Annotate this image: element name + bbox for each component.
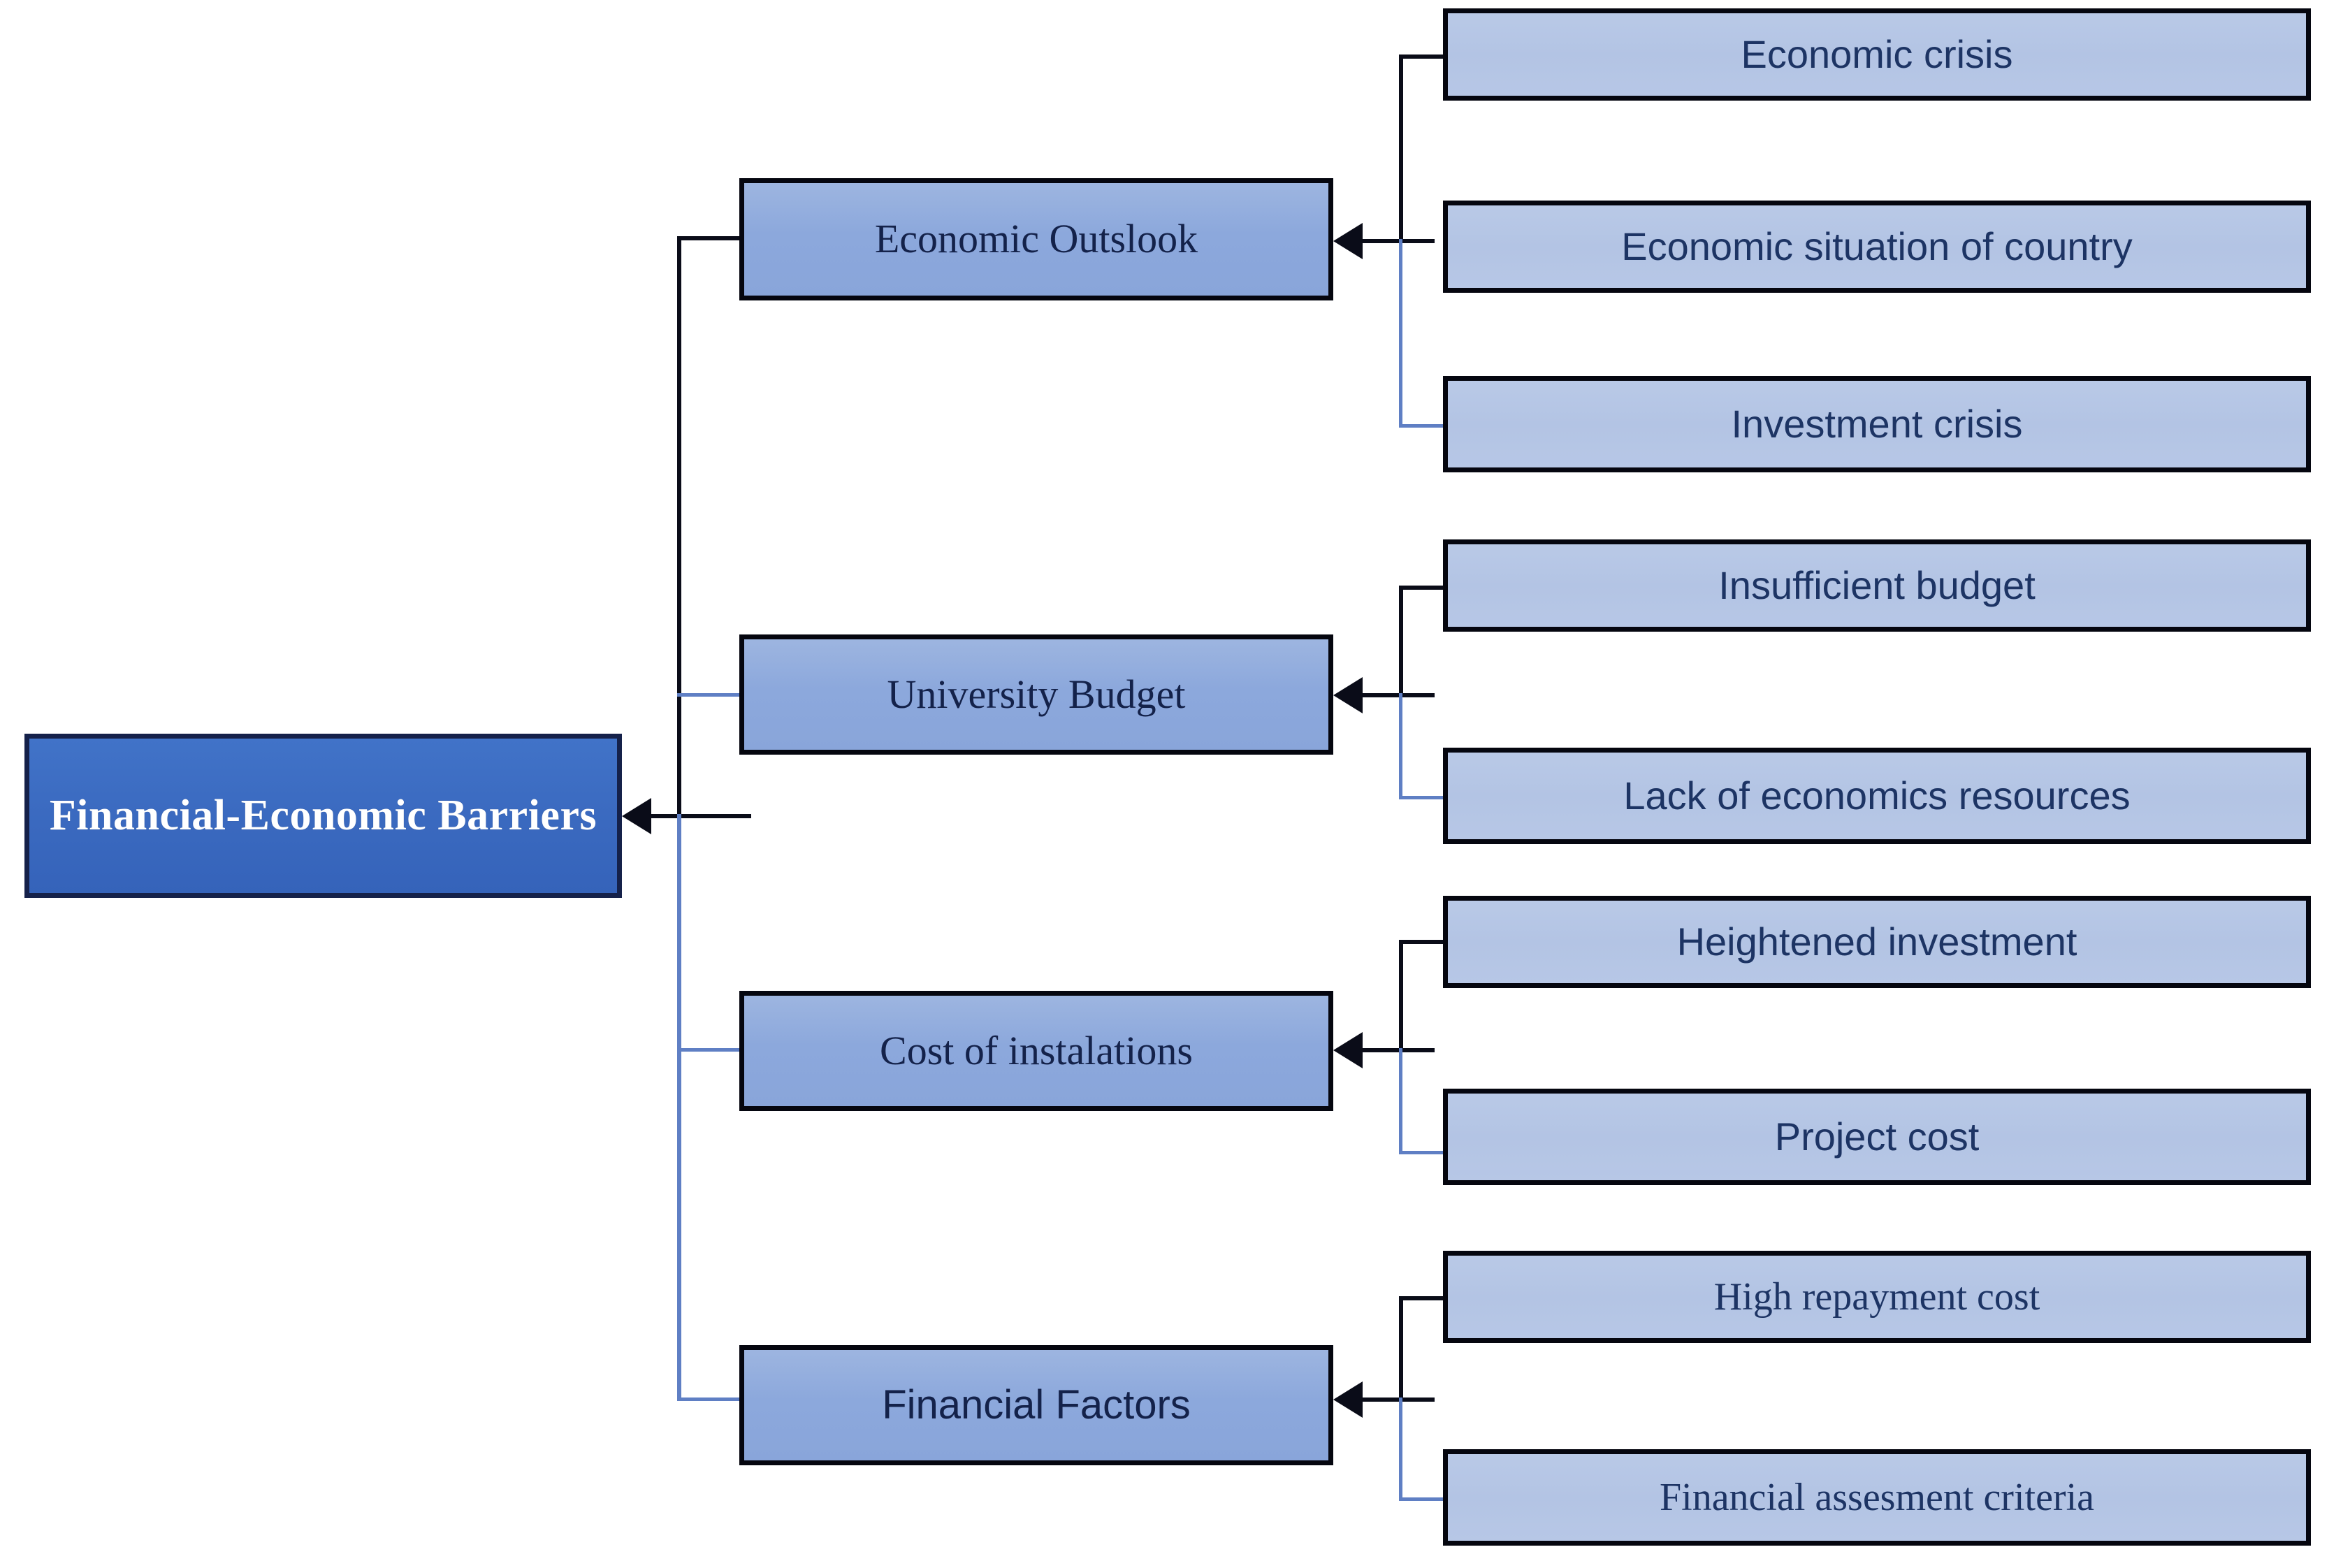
leaf-node-insufficient-budget[interactable]: Insufficient budget [1443,539,2311,632]
trunk-branch-1 [677,236,743,240]
leaf-label: Investment crisis [1731,401,2023,446]
category-3-leaf-stub-2 [1399,1151,1446,1154]
leaf-node-investment-crisis[interactable]: Investment crisis [1443,376,2311,472]
root-node-financial-economic-barriers[interactable]: Financial-Economic Barriers [24,734,622,898]
category-node-university-budget[interactable]: University Budget [739,634,1333,755]
category-1-subtrunk-lower [1399,239,1402,428]
category-label: Economic Outslook [874,216,1198,262]
leaf-node-heightened-investment[interactable]: Heightened investment [1443,896,2311,988]
category-node-economic-outslook[interactable]: Economic Outslook [739,178,1333,300]
category-1-subtrunk-upper [1399,55,1403,242]
category-1-arrow-icon [1333,223,1363,259]
category-4-leaf-stub-2 [1399,1497,1446,1501]
leaf-node-economic-situation-of-country[interactable]: Economic situation of country [1443,201,2311,293]
category-4-arrow-stem [1361,1398,1435,1402]
category-2-leaf-stub-1 [1399,586,1446,590]
main-trunk-upper [677,236,681,818]
category-1-arrow-stem [1361,239,1435,243]
leaf-label: Lack of economics resources [1623,773,2131,818]
category-3-subtrunk-upper [1399,940,1403,1052]
category-4-subtrunk-upper [1399,1296,1403,1401]
trunk-branch-2 [677,693,743,697]
leaf-node-project-cost[interactable]: Project cost [1443,1089,2311,1185]
trunk-branch-4 [677,1398,743,1401]
category-1-leaf-stub-3 [1399,424,1446,428]
leaf-label: Heightened investment [1676,919,2077,964]
category-2-leaf-stub-2 [1399,796,1446,799]
category-3-arrow-stem [1361,1048,1435,1052]
category-3-arrow-icon [1333,1032,1363,1068]
category-2-arrow-icon [1333,677,1363,713]
category-4-leaf-stub-1 [1399,1296,1446,1300]
category-3-subtrunk-lower [1399,1048,1402,1154]
category-2-subtrunk-upper [1399,586,1403,696]
leaf-node-financial-assesment-criteria[interactable]: Financial assesment criteria [1443,1449,2311,1546]
leaf-label: Financial assesment criteria [1660,1475,2094,1519]
root-trunk-stub [650,814,751,818]
leaf-label: Economic crisis [1741,31,2013,76]
trunk-branch-3 [677,1048,743,1052]
category-3-leaf-stub-1 [1399,940,1446,944]
main-trunk-lower [677,814,681,1400]
category-1-leaf-stub-1 [1399,55,1446,59]
root-node-label: Financial-Economic Barriers [49,791,597,839]
leaf-node-lack-of-economics-resources[interactable]: Lack of economics resources [1443,748,2311,844]
leaf-node-high-repayment-cost[interactable]: High repayment cost [1443,1251,2311,1343]
category-2-arrow-stem [1361,693,1435,697]
leaf-node-economic-crisis[interactable]: Economic crisis [1443,8,2311,101]
leaf-label: Insufficient budget [1718,562,2036,607]
leaf-label: Project cost [1774,1114,1980,1159]
category-label: Financial Factors [882,1381,1191,1428]
category-label: University Budget [887,671,1186,717]
category-node-financial-factors[interactable]: Financial Factors [739,1345,1333,1465]
root-arrow-icon [622,798,651,834]
category-node-cost-of-instalations[interactable]: Cost of instalations [739,991,1333,1111]
category-label: Cost of instalations [880,1027,1193,1073]
category-2-subtrunk-lower [1399,693,1402,799]
leaf-label: Economic situation of country [1621,224,2133,268]
leaf-label: High repayment cost [1713,1275,2040,1319]
category-4-arrow-icon [1333,1381,1363,1418]
category-4-subtrunk-lower [1399,1398,1402,1501]
